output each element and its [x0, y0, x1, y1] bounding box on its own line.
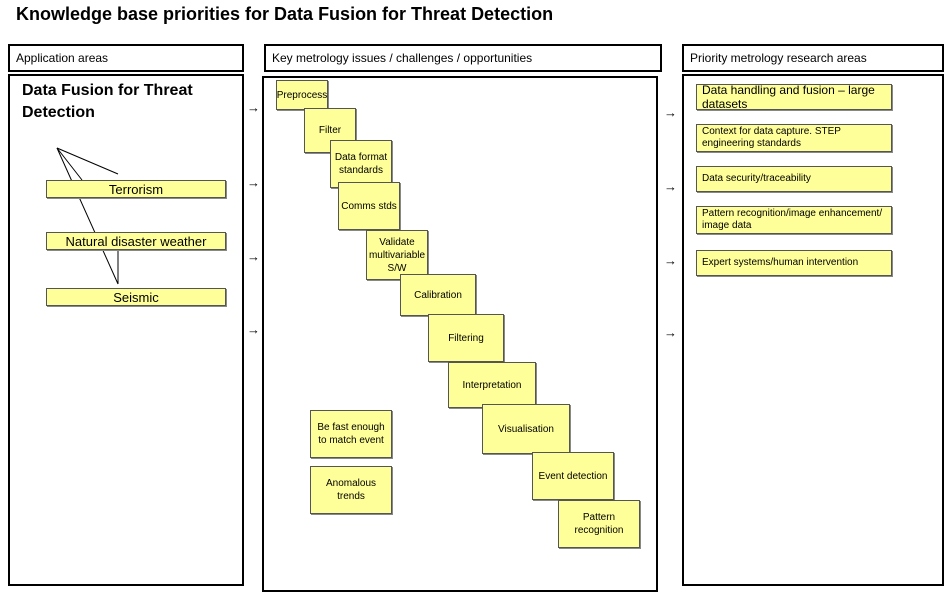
step-preprocess: Preprocess — [276, 80, 328, 110]
fan-line — [56, 147, 83, 181]
page-title: Knowledge base priorities for Data Fusio… — [16, 4, 554, 24]
arrow-right-3: → — [664, 253, 677, 268]
arrow-left-2: → — [247, 175, 260, 190]
step-event-detection: Event detection — [532, 452, 614, 500]
priority-expert-systems: Expert systems/human intervention — [696, 250, 892, 276]
priority-context-data-capture: Context for data capture. STEP engineeri… — [696, 124, 892, 152]
step-visualisation: Visualisation — [482, 404, 570, 454]
priority-data-security: Data security/traceability — [696, 166, 892, 192]
priority-areas-panel — [682, 74, 944, 586]
step-comms-stds: Comms stds — [338, 182, 400, 230]
step-validate-multivariable: Validate multivariable S/W — [366, 230, 428, 280]
note-be-fast: Be fast enough to match event — [310, 410, 392, 458]
arrow-right-1: → — [664, 105, 677, 120]
header-metrology-issues: Key metrology issues / challenges / oppo… — [264, 44, 662, 72]
application-note-seismic: Seismic — [46, 288, 226, 306]
fan-line — [56, 147, 119, 175]
arrow-left-1: → — [247, 100, 260, 115]
topic-heading: Data Fusion for Threat Detection — [22, 82, 193, 121]
application-areas-panel — [8, 74, 244, 586]
application-note-terrorism: Terrorism — [46, 180, 226, 198]
step-interpretation: Interpretation — [448, 362, 536, 408]
step-data-format-standards: Data format standards — [330, 140, 392, 188]
application-note-natural-disaster: Natural disaster weather — [46, 232, 226, 250]
header-priority-areas: Priority metrology research areas — [682, 44, 944, 72]
note-anomalous-trends: Anomalous trends — [310, 466, 392, 514]
step-pattern-recognition: Pattern recognition — [558, 500, 640, 548]
arrow-left-4: → — [247, 322, 260, 337]
header-application-areas: Application areas — [8, 44, 244, 72]
arrow-left-3: → — [247, 249, 260, 264]
fan-line — [56, 147, 119, 285]
priority-data-handling: Data handling and fusion – large dataset… — [696, 83, 892, 111]
arrow-right-2: → — [664, 179, 677, 194]
arrow-right-4: → — [664, 325, 677, 340]
step-filtering: Filtering — [428, 314, 504, 362]
step-calibration: Calibration — [400, 274, 476, 316]
priority-pattern-recognition: Pattern recognition/image enhancement/ i… — [696, 206, 892, 234]
